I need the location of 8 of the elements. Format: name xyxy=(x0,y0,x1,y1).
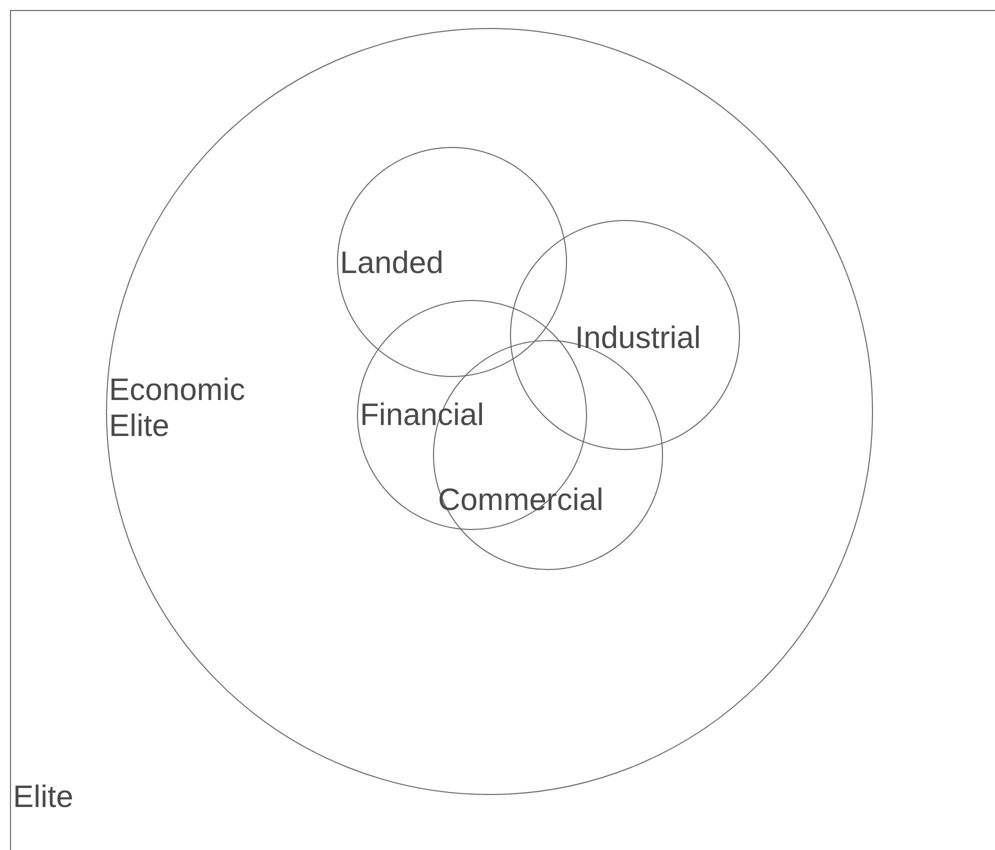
set-label: Elite xyxy=(13,779,74,815)
set-label: Landed xyxy=(340,245,444,281)
set-label: Economic Elite xyxy=(109,372,246,444)
set-label: Industrial xyxy=(575,320,702,356)
venn-circle xyxy=(337,147,567,377)
frame-box xyxy=(10,10,995,850)
venn-circle xyxy=(106,28,873,795)
venn-circle xyxy=(510,220,740,450)
